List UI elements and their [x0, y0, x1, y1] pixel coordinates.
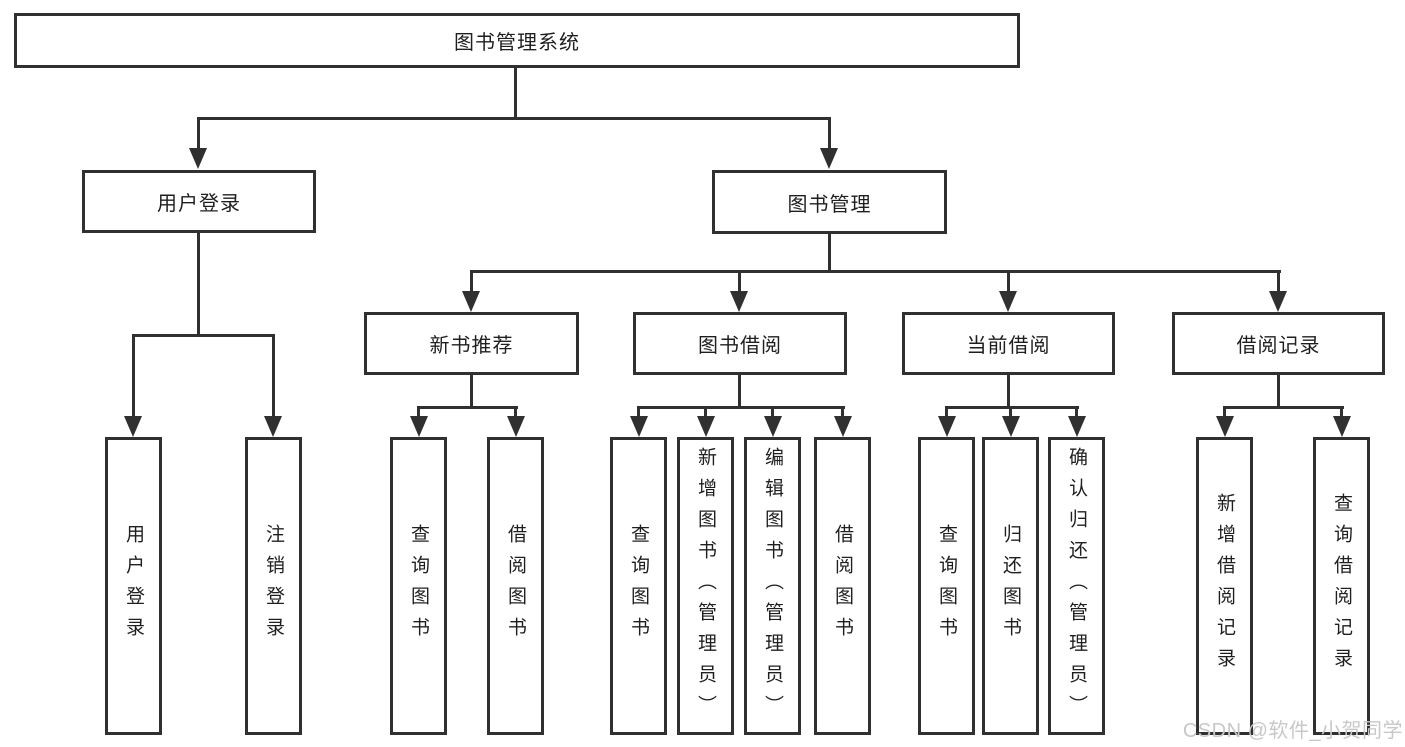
leaf-return-books-label: 归还图书: [1000, 524, 1021, 648]
node-user-login-label: 用户登录: [157, 193, 241, 215]
connector-line: [272, 334, 275, 418]
node-root-label: 图书管理系统: [454, 32, 580, 54]
arrow-down-icon: [410, 416, 428, 437]
leaf-add-books-admin: 新增图书（管理员）: [677, 437, 734, 735]
connector-line: [514, 406, 517, 418]
arrow-down-icon: [507, 416, 525, 437]
connector-line: [1007, 270, 1010, 294]
leaf-borrow-books: 借阅图书: [814, 437, 871, 735]
arrow-down-icon: [1333, 416, 1351, 437]
connector-line: [637, 406, 845, 409]
connector-line: [470, 270, 473, 294]
arrow-down-icon: [834, 416, 852, 437]
connector-line: [704, 406, 707, 418]
connector-line: [841, 406, 844, 418]
node-current-borrowing: 当前借阅: [902, 312, 1115, 375]
leaf-borrow-books-label: 借阅图书: [832, 524, 853, 648]
connector-line: [132, 334, 135, 418]
arrow-down-icon: [697, 416, 715, 437]
connector-line: [470, 375, 473, 408]
leaf-edit-books-admin-label: 编辑图书（管理员）: [762, 446, 783, 726]
leaf-query-books-current-label: 查询图书: [936, 524, 957, 648]
node-book-management: 图书管理: [712, 170, 947, 234]
arrow-down-icon: [820, 148, 838, 169]
arrow-down-icon: [462, 291, 480, 312]
connector-line: [1009, 406, 1012, 418]
leaf-return-books: 归还图书: [982, 437, 1039, 735]
connector-line: [945, 406, 948, 418]
leaf-query-books-recommend: 查询图书: [390, 437, 447, 735]
arrow-down-icon: [630, 416, 648, 437]
leaf-query-books-borrowing: 查询图书: [610, 437, 667, 735]
connector-line: [945, 406, 1079, 409]
arrow-down-icon: [938, 416, 956, 437]
connector-line: [1223, 406, 1344, 409]
arrow-down-icon: [1068, 416, 1086, 437]
connector-line: [828, 117, 831, 149]
connector-line: [197, 233, 200, 337]
node-user-login: 用户登录: [82, 170, 316, 233]
csdn-watermark: CSDN @软件_小贺同学: [1182, 720, 1403, 742]
leaf-add-borrow-record-label: 新增借阅记录: [1214, 493, 1235, 679]
arrow-down-icon: [124, 416, 142, 437]
node-new-book-recommend: 新书推荐: [364, 312, 579, 375]
arrow-down-icon: [730, 291, 748, 312]
node-book-borrowing-label: 图书借阅: [698, 335, 782, 357]
connector-line: [1007, 375, 1010, 408]
leaf-user-login: 用户登录: [105, 437, 162, 735]
leaf-logout-login: 注销登录: [245, 437, 302, 735]
connector-line: [738, 375, 741, 408]
node-book-borrowing: 图书借阅: [633, 312, 847, 375]
arrow-down-icon: [1216, 416, 1234, 437]
arrow-down-icon: [264, 416, 282, 437]
node-borrowing-records-label: 借阅记录: [1236, 335, 1321, 357]
connector-line: [1075, 406, 1078, 418]
leaf-query-books-recommend-label: 查询图书: [408, 524, 429, 648]
connector-line: [197, 117, 831, 120]
connector-line: [417, 406, 420, 418]
leaf-query-books-current: 查询图书: [918, 437, 975, 735]
leaf-edit-books-admin: 编辑图书（管理员）: [744, 437, 801, 735]
leaf-add-borrow-record: 新增借阅记录: [1196, 437, 1253, 735]
connector-line: [1277, 270, 1280, 294]
leaf-logout-login-label: 注销登录: [263, 524, 284, 648]
node-new-book-recommend-label: 新书推荐: [429, 335, 514, 357]
leaf-borrow-books-recommend-label: 借阅图书: [505, 524, 526, 648]
node-borrowing-records: 借阅记录: [1172, 312, 1385, 375]
arrow-down-icon: [999, 291, 1017, 312]
connector-line: [828, 233, 831, 273]
connector-line: [470, 270, 1281, 273]
node-book-management-label: 图书管理: [787, 193, 872, 216]
connector-line: [1340, 406, 1343, 418]
connector-line: [637, 406, 640, 418]
leaf-confirm-return-admin-label: 确认归还（管理员）: [1066, 446, 1087, 726]
arrow-down-icon: [189, 148, 207, 169]
connector-line: [1277, 375, 1280, 408]
leaf-query-borrow-record: 查询借阅记录: [1313, 437, 1370, 735]
arrow-down-icon: [1269, 291, 1287, 312]
connector-line: [417, 406, 518, 409]
arrow-down-icon: [764, 416, 782, 437]
connector-line: [738, 270, 741, 294]
node-current-borrowing-label: 当前借阅: [966, 335, 1051, 357]
arrow-down-icon: [1002, 416, 1020, 437]
leaf-borrow-books-recommend: 借阅图书: [487, 437, 544, 735]
connector-line: [1223, 406, 1226, 418]
leaf-query-borrow-record-label: 查询借阅记录: [1331, 493, 1352, 679]
connector-line: [197, 117, 200, 149]
leaf-confirm-return-admin: 确认归还（管理员）: [1048, 437, 1105, 735]
leaf-user-login-label: 用户登录: [123, 524, 144, 648]
connector-line: [771, 406, 774, 418]
connector-line: [132, 334, 275, 337]
leaf-add-books-admin-label: 新增图书（管理员）: [695, 446, 716, 726]
node-root: 图书管理系统: [14, 13, 1020, 68]
leaf-query-books-borrowing-label: 查询图书: [628, 524, 649, 648]
connector-line: [514, 68, 517, 120]
